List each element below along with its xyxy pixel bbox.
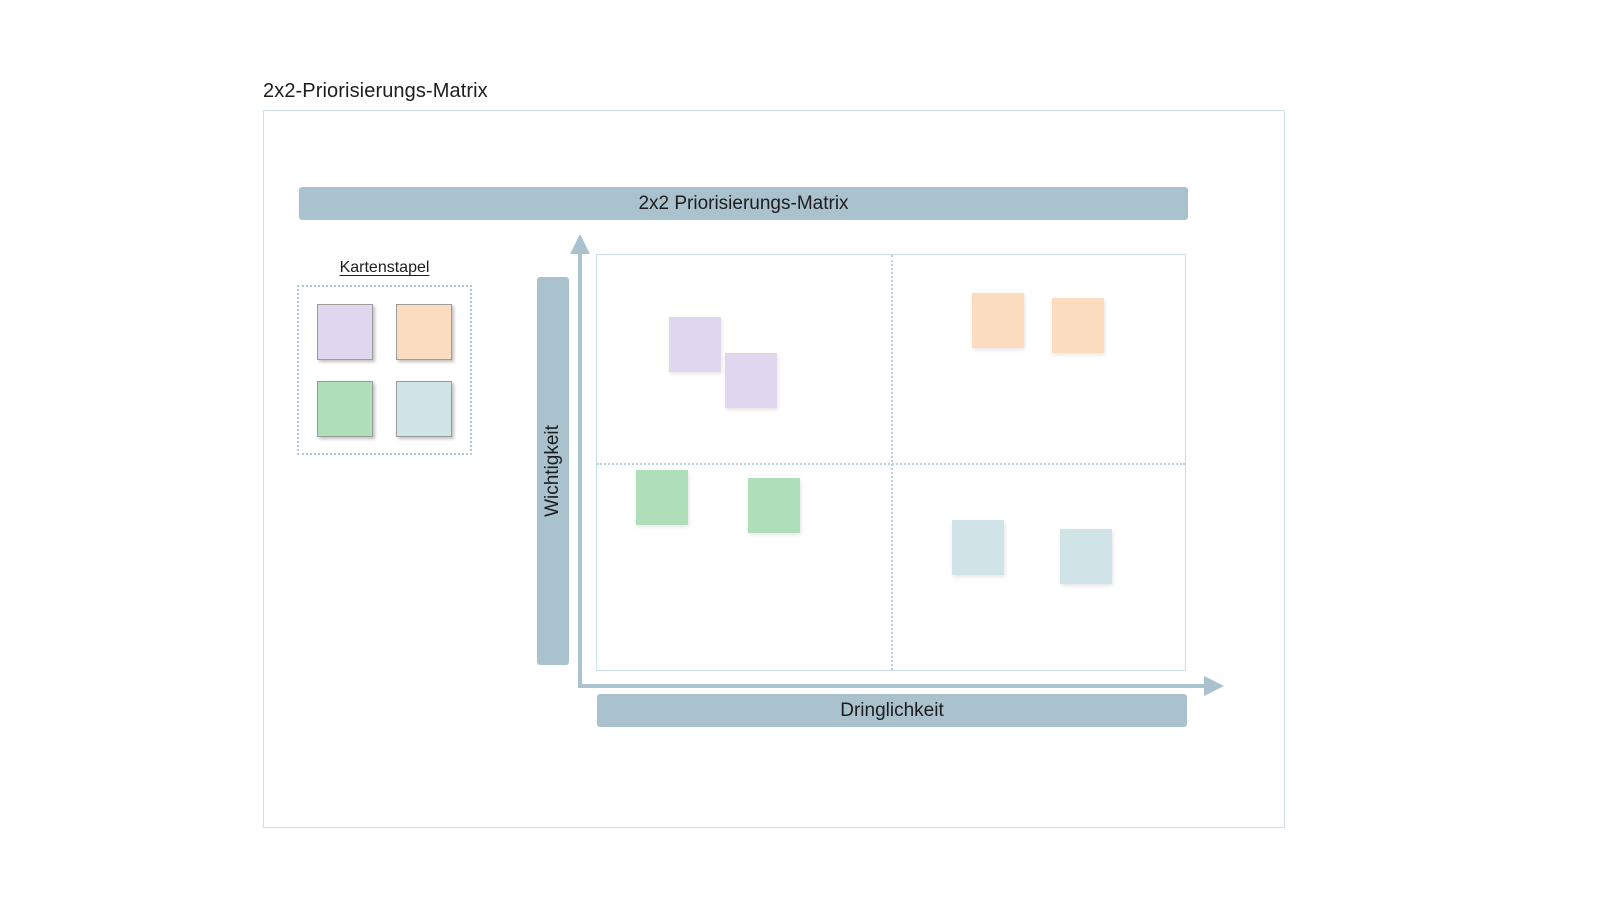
card-stack-label: Kartenstapel (339, 259, 430, 276)
x-axis-label-text: Dringlichkeit (840, 699, 944, 721)
matrix-card-orange-2[interactable] (1052, 298, 1105, 354)
matrix-title-banner: 2x2 Priorisierungs-Matrix (299, 187, 1188, 220)
stack-card-green[interactable] (316, 380, 373, 437)
y-axis-label-text: Wichtigkeit (542, 425, 564, 517)
priority-matrix-plot[interactable] (596, 254, 1186, 671)
matrix-card-green-2[interactable] (747, 478, 800, 534)
matrix-card-blue-2[interactable] (1059, 528, 1112, 584)
matrix-title-text: 2x2 Priorisierungs-Matrix (638, 192, 849, 214)
matrix-card-purple-1[interactable] (668, 317, 721, 373)
page-title: 2x2-Priorisierungs-Matrix (263, 80, 488, 102)
y-axis-arrow-icon (570, 234, 590, 254)
quadrant-divider-horizontal (597, 462, 1185, 465)
stack-card-purple[interactable] (316, 303, 373, 360)
matrix-card-purple-2[interactable] (725, 352, 778, 408)
card-stack-grid (299, 287, 470, 453)
matrix-card-blue-1[interactable] (952, 519, 1005, 575)
card-stack-container[interactable] (297, 285, 472, 455)
matrix-card-orange-1[interactable] (971, 293, 1024, 348)
stack-card-orange[interactable] (396, 303, 453, 360)
x-axis-arrow-icon (1204, 676, 1224, 696)
y-axis-label-banner: Wichtigkeit (537, 277, 569, 665)
matrix-card-green-1[interactable] (636, 470, 689, 526)
x-axis-label-banner: Dringlichkeit (597, 694, 1187, 727)
stack-card-blue[interactable] (396, 380, 453, 437)
x-axis-line (578, 684, 1204, 688)
y-axis-line (578, 252, 582, 688)
